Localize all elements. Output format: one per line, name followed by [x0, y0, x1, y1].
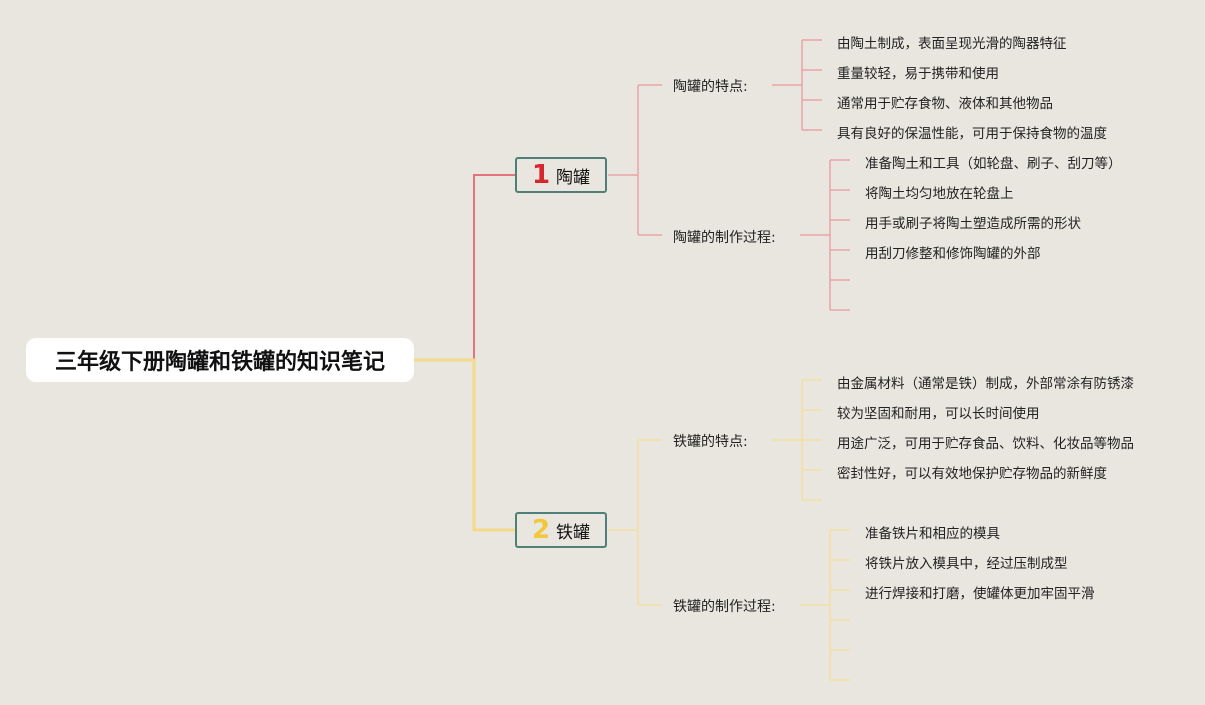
connector-taoguan-process-items — [800, 159, 850, 311]
connector-taoguan-features-items — [772, 39, 822, 131]
leaf-item[interactable]: 用途广泛，可用于贮存食品、饮料、化妆品等物品 — [837, 436, 1134, 452]
connector-root-to-tieguan — [414, 358, 516, 532]
connector-taoguan-groups — [608, 84, 662, 236]
leaf-item[interactable]: 进行焊接和打磨，使罐体更加牢固平滑 — [865, 586, 1095, 602]
branch-tieguan[interactable]: 2 铁罐 — [515, 512, 607, 548]
subtopic-tieguan-process[interactable]: 铁罐的制作过程: — [673, 599, 776, 615]
leaf-item[interactable]: 密封性好，可以有效地保护贮存物品的新鲜度 — [837, 466, 1107, 482]
leaf-item[interactable]: 由金属材料（通常是铁）制成，外部常涂有防锈漆 — [837, 376, 1134, 392]
branch-taoguan[interactable]: 1 陶罐 — [515, 157, 607, 193]
branch-number-1: 1 — [531, 160, 551, 190]
leaf-item[interactable]: 将铁片放入模具中，经过压制成型 — [865, 556, 1068, 572]
subtopic-taoguan-features[interactable]: 陶罐的特点: — [673, 79, 748, 95]
leaf-item[interactable]: 由陶土制成，表面呈现光滑的陶器特征 — [837, 36, 1067, 52]
root-title: 三年级下册陶罐和铁罐的知识笔记 — [54, 350, 385, 375]
subtopic-taoguan-process[interactable]: 陶罐的制作过程: — [673, 230, 776, 246]
root-topic[interactable]: 三年级下册陶罐和铁罐的知识笔记 — [26, 338, 414, 382]
leaf-item[interactable]: 用刮刀修整和修饰陶罐的外部 — [865, 246, 1041, 262]
leaf-item[interactable]: 重量较轻，易于携带和使用 — [837, 66, 999, 82]
leaf-item[interactable]: 较为坚固和耐用，可以长时间使用 — [837, 406, 1040, 422]
leaf-item[interactable]: 通常用于贮存食物、液体和其他物品 — [837, 96, 1053, 112]
connector-root-to-taoguan — [414, 174, 516, 361]
subtopic-tieguan-features[interactable]: 铁罐的特点: — [673, 434, 748, 450]
leaf-item[interactable]: 准备陶土和工具（如轮盘、刷子、刮刀等） — [865, 156, 1122, 172]
branch-label-taoguan: 陶罐 — [556, 167, 591, 188]
leaf-item[interactable]: 具有良好的保温性能，可用于保持食物的温度 — [837, 126, 1107, 142]
leaf-item[interactable]: 用手或刷子将陶土塑造成所需的形状 — [865, 216, 1081, 232]
leaf-item[interactable]: 准备铁片和相应的模具 — [865, 526, 1000, 542]
connector-tieguan-process-items — [800, 529, 850, 681]
leaf-item[interactable]: 将陶土均匀地放在轮盘上 — [865, 186, 1014, 202]
connector-tieguan-features-items — [772, 379, 822, 501]
branch-number-2: 2 — [531, 515, 551, 545]
connector-tieguan-groups — [608, 439, 662, 606]
branch-label-tieguan: 铁罐 — [556, 522, 591, 543]
